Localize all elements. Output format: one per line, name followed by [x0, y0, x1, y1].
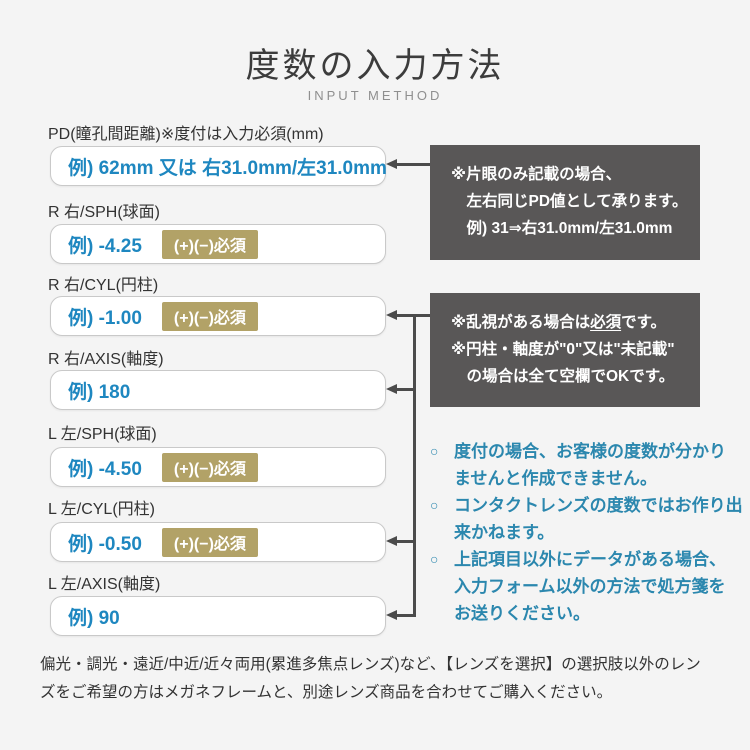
example-value: 例) -4.50	[68, 458, 142, 480]
note-text: ※乱視がある場合は	[451, 314, 591, 331]
note-line: 左右同じPD値として承ります。	[451, 193, 688, 210]
note-line: 例) 31⇒右31.0mm/左31.0mm	[451, 220, 673, 237]
bullet-line: お送りください。	[454, 604, 590, 623]
pd-connector-line	[397, 163, 430, 166]
circle-bullet-icon: ○	[430, 551, 439, 567]
required-sign-badge: (+)(−)必須	[161, 301, 258, 331]
arrow-left-icon	[386, 159, 397, 169]
note-text-underlined: 必須	[590, 314, 622, 331]
input-pd[interactable]: 例) 62mm 又は 右31.0mm/左31.0mm	[50, 146, 387, 186]
example-value: 例) -4.25	[68, 235, 142, 257]
circle-bullet-icon: ○	[430, 443, 439, 459]
field-label-r-cyl: R 右/CYL(円柱)	[48, 277, 159, 294]
example-value: 例) -1.00	[68, 307, 142, 329]
input-l-cyl[interactable]: 例) -0.50 (+)(−)必須	[50, 522, 386, 562]
bullet-text: コンタクトレンズの度数ではお作り出 来かねます。	[454, 492, 743, 546]
example-value: 例) -0.50	[68, 533, 142, 555]
example-value: 例) 180	[68, 381, 131, 403]
list-item: ○ 上記項目以外にデータがある場合、 入力フォーム以外の方法で処方箋を お送りく…	[430, 546, 740, 627]
note-line: の場合は全て空欄でOKです。	[451, 368, 675, 385]
note-line: ※乱視がある場合は必須です。	[451, 309, 700, 336]
input-l-sph[interactable]: 例) -4.50 (+)(−)必須	[50, 447, 386, 487]
bullet-line: 度付の場合、お客様の度数が分かり	[454, 442, 726, 461]
cyl-axis-note-callout: ※乱視がある場合は必須です。 ※円柱・軸度が"0"又は"未記載" の場合は全て空…	[430, 293, 700, 407]
r-cyl-connector-line	[397, 314, 430, 317]
bullet-text: 度付の場合、お客様の度数が分かり ませんと作成できません。	[454, 438, 726, 492]
r-axis-connector-line	[397, 388, 416, 391]
required-sign-badge: (+)(−)必須	[161, 229, 258, 259]
circle-bullet-icon: ○	[430, 497, 439, 513]
example-value: 例) 62mm 又は 右31.0mm/左31.0mm	[68, 157, 387, 179]
footer-line: ズをご希望の方はメガネフレームと、別途レンズ商品を合わせてご購入ください。	[40, 684, 613, 701]
field-label-l-axis: L 左/AXIS(軸度)	[48, 576, 161, 593]
input-r-axis[interactable]: 例) 180	[50, 370, 386, 410]
field-label-pd: PD(瞳孔間距離)※度付は入力必須(mm)	[48, 126, 324, 143]
bullet-line: 上記項目以外にデータがある場合、	[454, 550, 726, 569]
arrow-left-icon	[386, 610, 397, 620]
list-item: ○ 度付の場合、お客様の度数が分かり ませんと作成できません。	[430, 438, 740, 492]
input-l-axis[interactable]: 例) 90	[50, 596, 386, 636]
input-r-cyl[interactable]: 例) -1.00 (+)(−)必須	[50, 296, 386, 336]
arrow-left-icon	[386, 310, 397, 320]
pd-note-callout: ※片眼のみ記載の場合、 左右同じPD値として承ります。 例) 31⇒右31.0m…	[430, 145, 700, 260]
footer-line: 偏光・調光・遠近/中近/近々両用(累進多焦点レンズ)など、【レンズを選択】の選択…	[40, 656, 701, 673]
field-label-r-sph: R 右/SPH(球面)	[48, 204, 161, 221]
field-label-r-axis: R 右/AXIS(軸度)	[48, 351, 164, 368]
field-label-l-cyl: L 左/CYL(円柱)	[48, 501, 155, 518]
l-cyl-connector-line	[397, 540, 416, 543]
note-text: です。	[621, 314, 667, 331]
example-value: 例) 90	[68, 607, 120, 629]
page-title: 度数の入力方法	[245, 47, 505, 85]
required-sign-badge: (+)(−)必須	[161, 452, 258, 482]
caution-bullet-list: ○ 度付の場合、お客様の度数が分かり ませんと作成できません。 ○ コンタクトレ…	[430, 438, 743, 627]
arrow-left-icon	[386, 536, 397, 546]
bullet-line: コンタクトレンズの度数ではお作り出	[454, 496, 743, 515]
bullet-line: 入力フォーム以外の方法で処方箋を	[454, 577, 726, 596]
footer-note: 偏光・調光・遠近/中近/近々両用(累進多焦点レンズ)など、【レンズを選択】の選択…	[40, 651, 740, 707]
input-r-sph[interactable]: 例) -4.25 (+)(−)必須	[50, 224, 386, 264]
note-line: ※円柱・軸度が"0"又は"未記載"	[451, 341, 675, 358]
bullet-line: ませんと作成できません。	[454, 469, 657, 488]
list-item: ○ コンタクトレンズの度数ではお作り出 来かねます。	[430, 492, 743, 546]
note-line: ※片眼のみ記載の場合、	[451, 166, 622, 183]
arrow-left-icon	[386, 384, 397, 394]
bullet-line: 来かねます。	[454, 523, 555, 542]
page-subtitle: INPUT METHOD	[307, 88, 443, 103]
required-sign-badge: (+)(−)必須	[161, 527, 258, 557]
bullet-text: 上記項目以外にデータがある場合、 入力フォーム以外の方法で処方箋を お送りくださ…	[454, 546, 726, 627]
l-axis-connector-line	[397, 614, 416, 617]
cyl-axis-connector-vertical	[413, 314, 416, 617]
field-label-l-sph: L 左/SPH(球面)	[48, 426, 157, 443]
